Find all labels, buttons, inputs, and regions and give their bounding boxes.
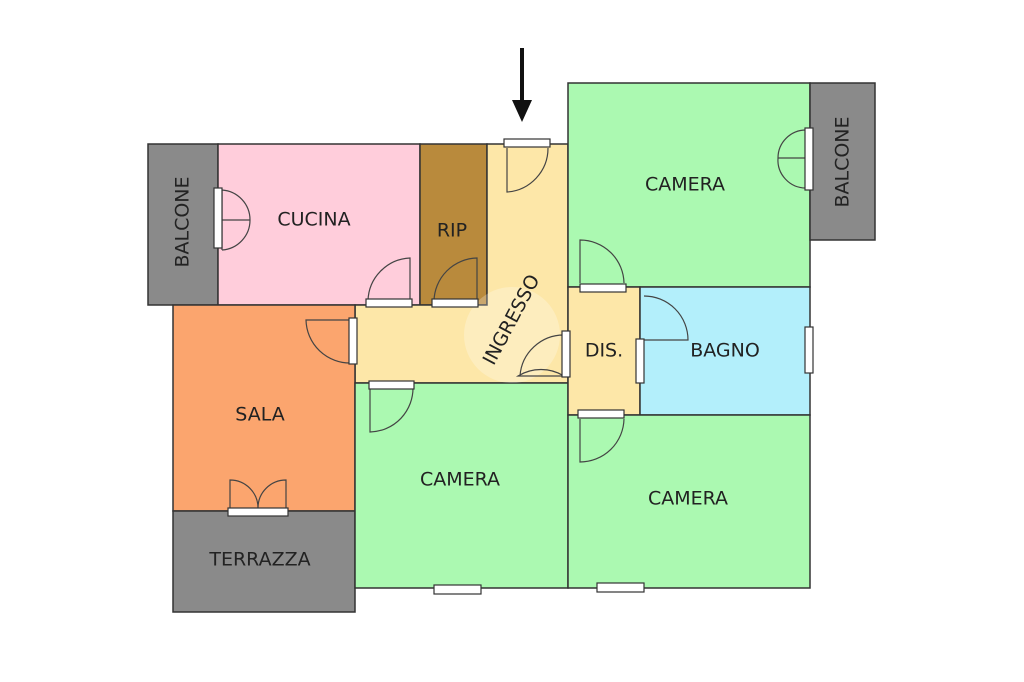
label-terrazza: TERRAZZA (208, 549, 310, 571)
label-balcone-right: BALCONE (832, 116, 854, 207)
label-camera-top-right: CAMERA (645, 174, 725, 196)
door-swings (221, 129, 807, 509)
label-camera-bottom-left: CAMERA (420, 469, 500, 491)
label-balcone-left: BALCONE (172, 176, 194, 267)
room-camera-bottom-right (567, 414, 811, 589)
room-sala (172, 304, 356, 512)
label-rip: RIP (437, 220, 467, 242)
room-camera-top-right (567, 82, 811, 288)
room-bagno (639, 286, 811, 416)
label-dis: DIS. (585, 340, 623, 362)
label-sala: SALA (235, 404, 284, 426)
label-cucina: CUCINA (277, 209, 350, 231)
entrance-arrow-icon (512, 48, 532, 122)
room-terrazza (172, 510, 356, 613)
room-cucina (217, 143, 421, 306)
label-bagno: BAGNO (690, 340, 760, 362)
label-camera-bottom-right: CAMERA (648, 488, 728, 510)
windows (213, 127, 814, 595)
watermark (464, 287, 560, 383)
